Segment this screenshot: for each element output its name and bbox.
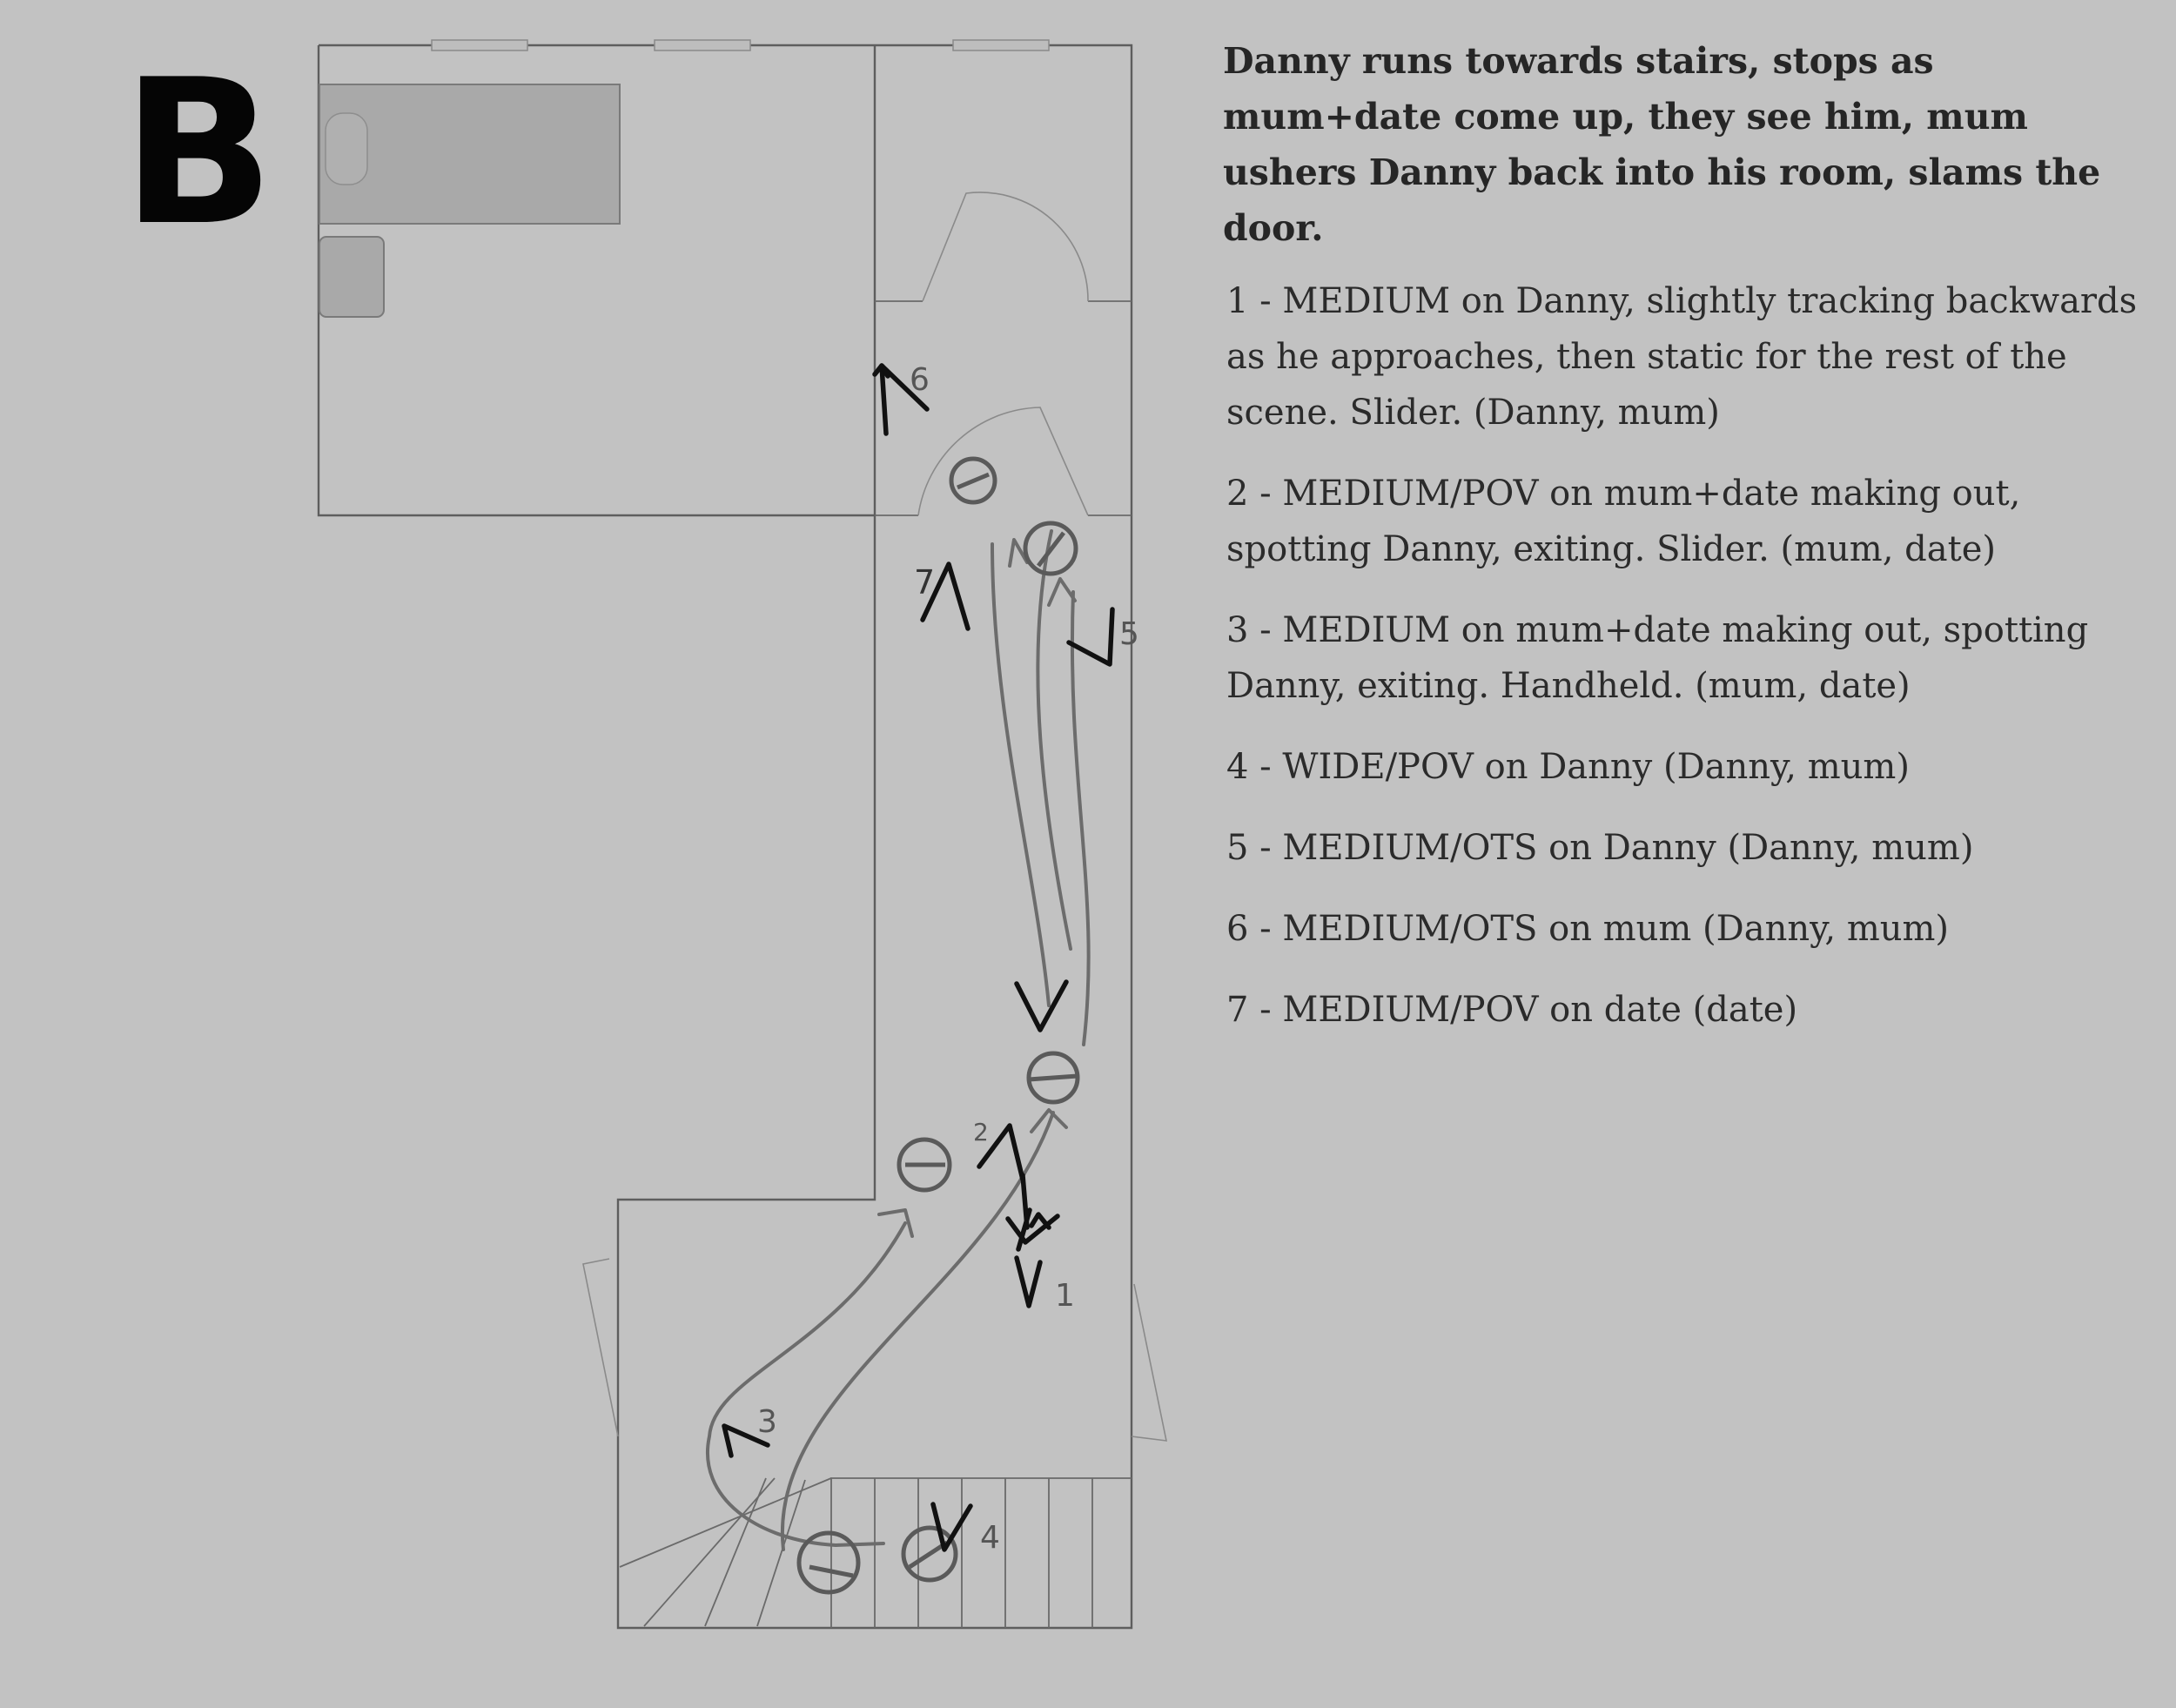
shot-item: 2 - MEDIUM/POV on mum+date making out, s… xyxy=(1226,474,2021,569)
camera-label-7: 7 xyxy=(914,563,935,602)
actor-mum-door xyxy=(949,456,997,505)
windows xyxy=(431,39,1050,51)
staircase xyxy=(619,1477,1132,1628)
camera-6-marker xyxy=(872,363,930,436)
camera-label-1: 1 xyxy=(1055,1278,1075,1314)
camera-label-6: 6 xyxy=(910,362,930,398)
shot-notes: Danny runs towards stairs, stops as mum+… xyxy=(1223,33,2146,1063)
shot-item: 3 - MEDIUM on mum+date making out, spott… xyxy=(1226,610,2089,706)
actor-date-stairs xyxy=(796,1530,861,1595)
actor-danny-hall xyxy=(1026,1051,1080,1105)
shot-list: 1 - MEDIUM on Danny, slightly tracking b… xyxy=(1223,273,2146,1038)
floor-plan-walls xyxy=(317,44,1133,1630)
camera-label-5: 5 xyxy=(1119,616,1139,652)
actor-mum-hall xyxy=(897,1137,952,1193)
movement-paths xyxy=(706,529,1091,1551)
actor-markers xyxy=(796,456,1080,1595)
camera-1-marker xyxy=(1005,979,1069,1308)
camera-label-3: 3 xyxy=(757,1404,777,1440)
pillow xyxy=(325,112,368,185)
camera-label-2: 2 xyxy=(973,1118,989,1147)
camera-2-marker xyxy=(977,1123,1025,1182)
camera-5-marker xyxy=(1066,607,1115,667)
bed xyxy=(319,84,621,225)
bedroom-furniture xyxy=(319,84,621,318)
camera-label-4: 4 xyxy=(980,1520,1000,1556)
camera-7-marker xyxy=(920,561,970,631)
shot-item: 4 - WIDE/POV on Danny (Danny, mum) xyxy=(1226,747,1910,787)
scene-summary: Danny runs towards stairs, stops as mum+… xyxy=(1223,40,2101,249)
shot-item: 1 - MEDIUM on Danny, slightly tracking b… xyxy=(1226,281,2138,433)
doors xyxy=(582,192,1168,1442)
bedside-table xyxy=(319,236,385,318)
actor-mum-stairs xyxy=(901,1525,958,1583)
scene-letter: B xyxy=(122,37,274,270)
shot-item: 7 - MEDIUM/POV on date (date) xyxy=(1226,990,1798,1030)
camera-labels: 1 2 3 4 5 6 7 xyxy=(757,362,1139,1556)
shot-item: 6 - MEDIUM/OTS on mum (Danny, mum) xyxy=(1226,909,1950,949)
actor-danny-door xyxy=(1023,521,1078,576)
camera-4-marker xyxy=(930,1502,973,1552)
shot-item: 5 - MEDIUM/OTS on Danny (Danny, mum) xyxy=(1226,828,1974,868)
camera-3-marker xyxy=(722,1423,770,1458)
camera-positions xyxy=(722,363,1115,1552)
